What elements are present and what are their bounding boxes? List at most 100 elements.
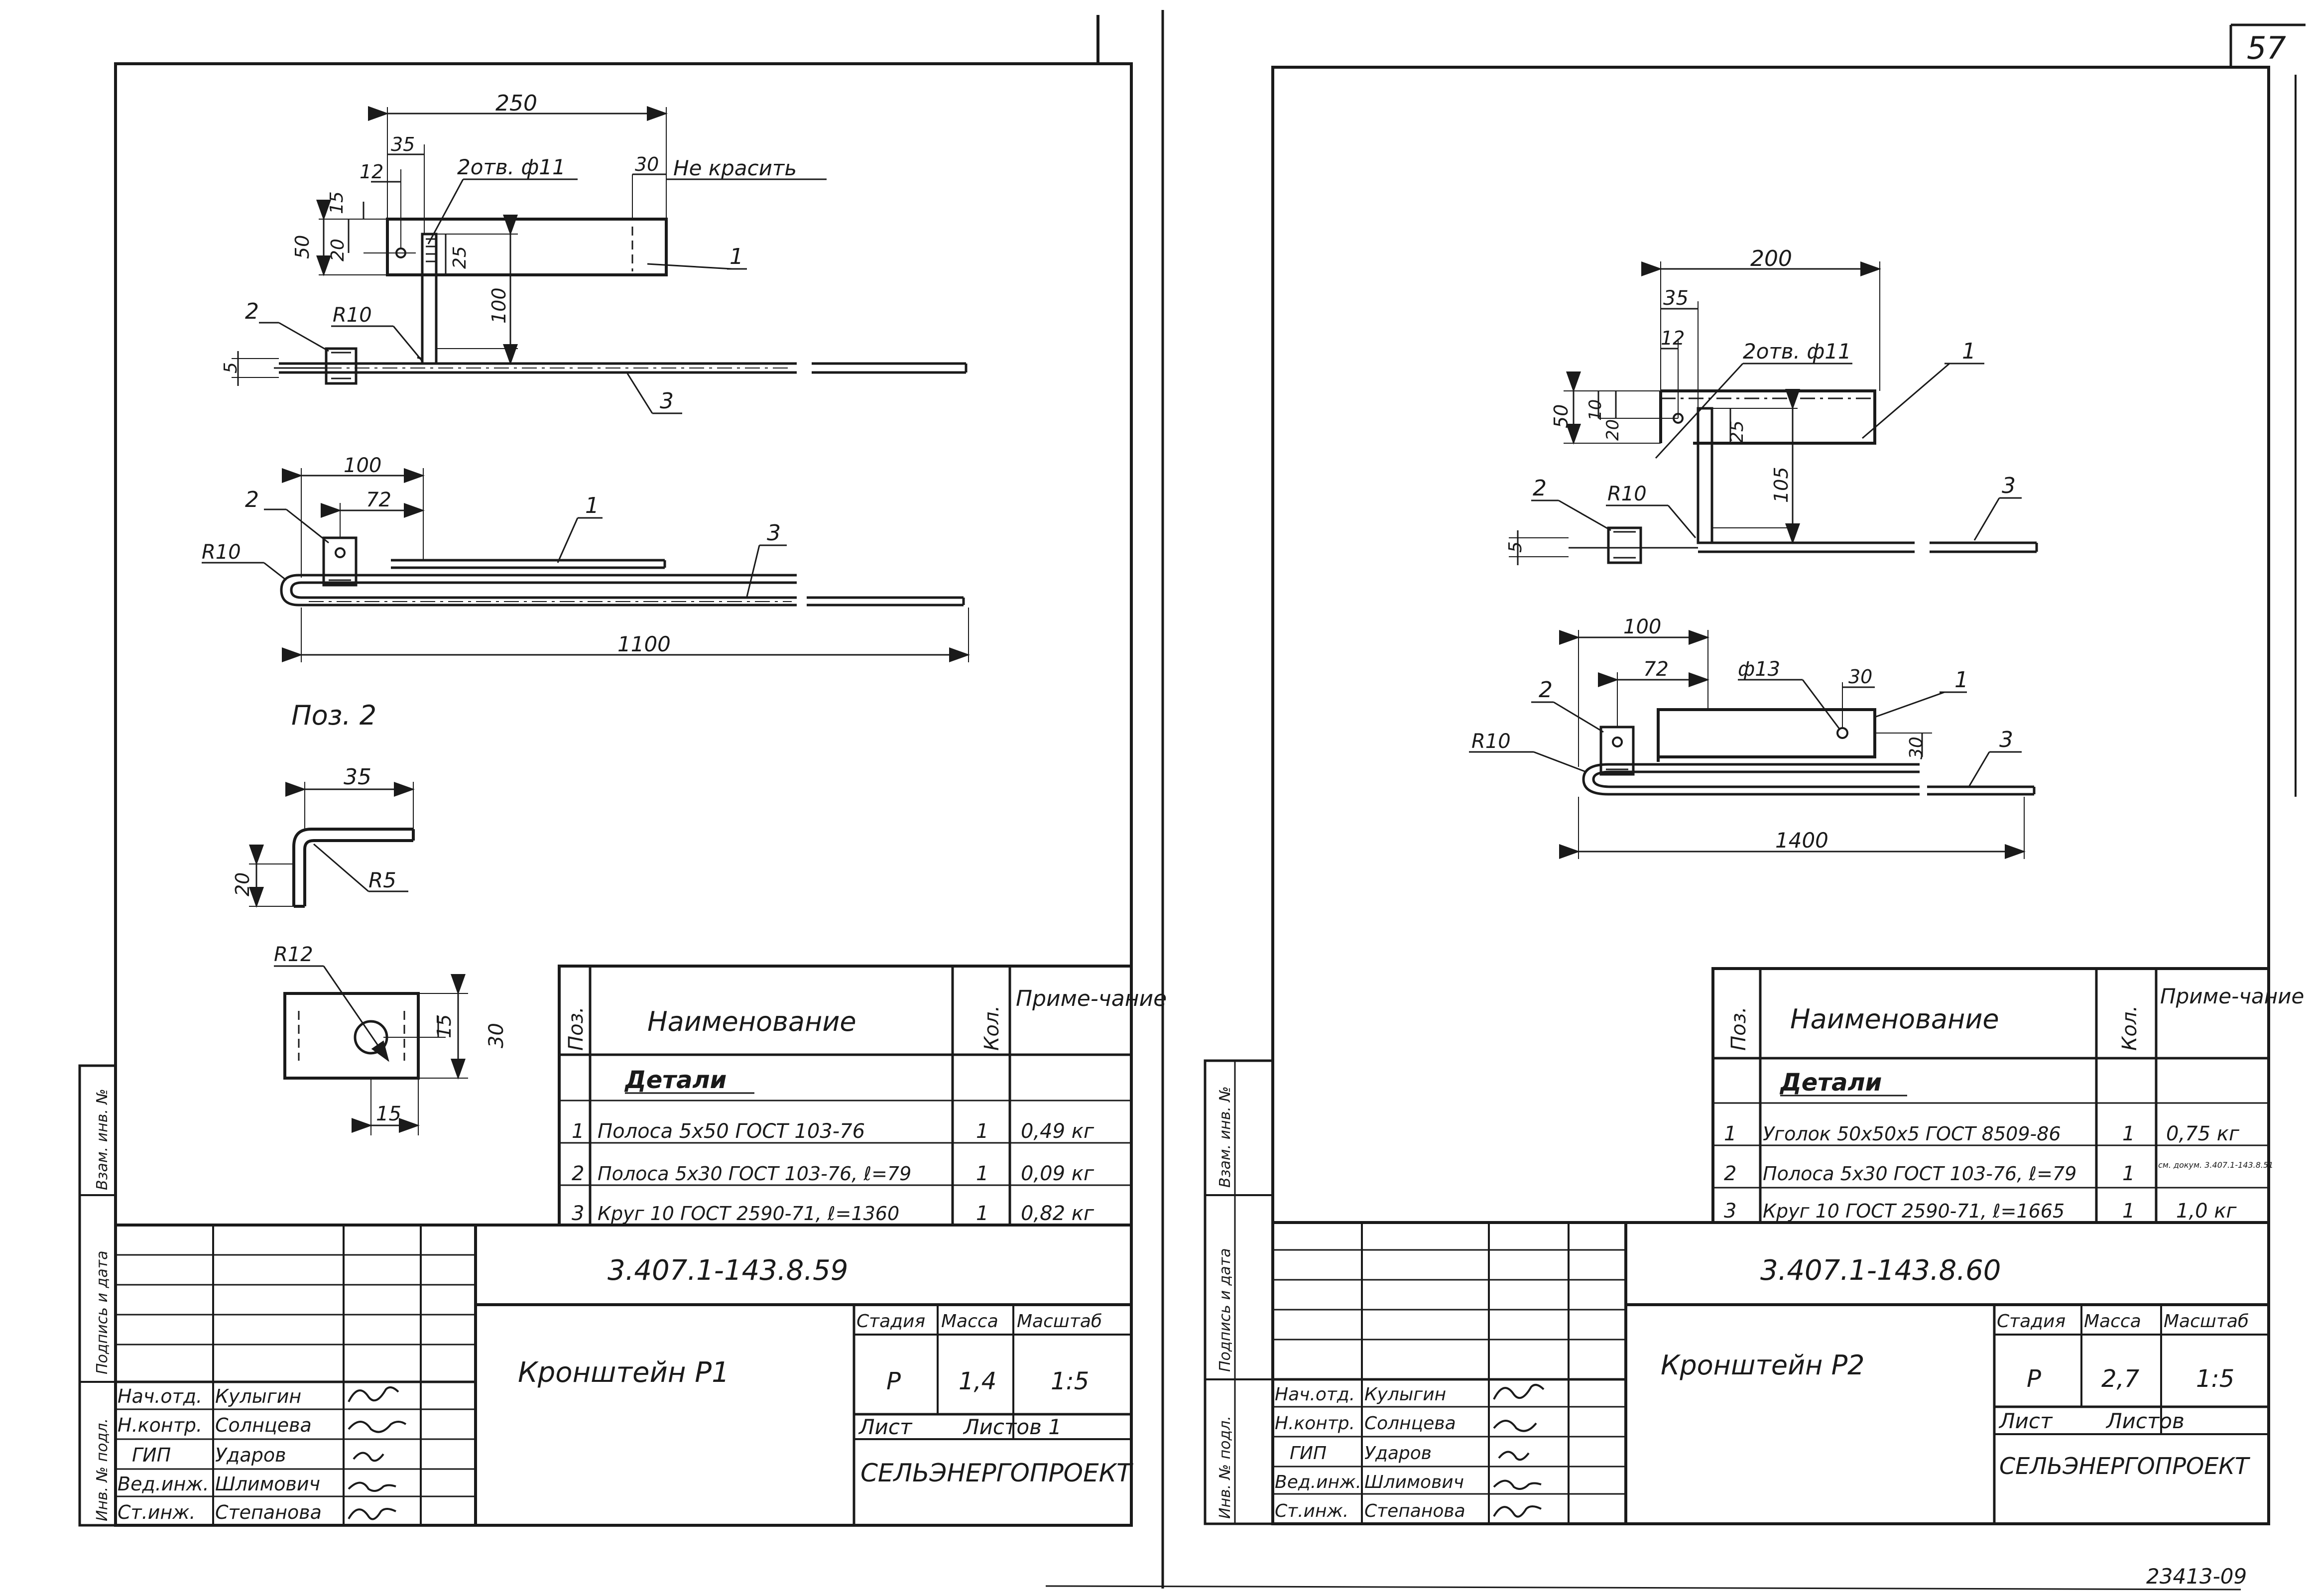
label-stage: Стадия: [856, 1311, 925, 1332]
spec-row-name: Полоса 5х50 ГОСТ 103-76: [598, 1120, 865, 1143]
left-v2-part-2: [322, 536, 358, 587]
side-replaced-inv: Взам. инв. №: [94, 1089, 111, 1190]
left-view-2: 100 72 1100 2 R10 1 3: [202, 454, 970, 662]
r-drawing-title: Кронштейн Р2: [1661, 1350, 1865, 1381]
r-spec-row-pos: 1: [1724, 1122, 1736, 1145]
detail-title: Поз. 2: [291, 700, 376, 731]
dim-20: 20: [328, 239, 348, 261]
person-role: Н.контр.: [118, 1414, 202, 1436]
detail-r12: R12: [274, 943, 313, 966]
r-organization: СЕЛЬЭНЕРГОПРОЕКТ: [1999, 1453, 2251, 1479]
person-role: Нач.отд.: [118, 1385, 202, 1407]
detail-plate: [283, 992, 420, 1080]
left-plate-1: [386, 218, 668, 276]
spec-col-pos: Поз.: [565, 1006, 588, 1051]
left-detail-poz2: Поз. 2 35 20 R5 R12 30 15 15: [232, 700, 508, 1135]
r-stage-value: Р: [2027, 1365, 2041, 1393]
r-spec-col-qty: Кол.: [2118, 1005, 2141, 1051]
left-title-block: Инв. № подл. Подпись и дата Взам. инв. №…: [78, 1064, 1133, 1527]
r-doc-code: 3.407.1-143.8.60: [1760, 1254, 2001, 1287]
person-name: Шлимович: [215, 1473, 320, 1495]
r-signatures: [1493, 1384, 1545, 1518]
r-spec-row-qty: 1: [2122, 1200, 2135, 1223]
detail-dim-15-h: 15: [376, 1103, 401, 1125]
r-spec-row-pos: 2: [1724, 1162, 1736, 1185]
dim-25: 25: [450, 246, 470, 269]
right-part-2: [1607, 526, 1642, 564]
r-spec-row-qty: 1: [2122, 1122, 2135, 1145]
r-person-role: Н.контр.: [1275, 1413, 1355, 1434]
r-callout-v2-2: 2: [1539, 677, 1553, 703]
r-callout-v2-3: 3: [1999, 727, 2013, 752]
r-person-name: Кулыгин: [1364, 1384, 1446, 1405]
spec-col-qty: Кол.: [980, 1005, 1003, 1051]
r-side-inv-no: Инв. № подл.: [1216, 1416, 1234, 1519]
dim-12: 12: [360, 161, 383, 183]
r-person-role: Ст.инж.: [1275, 1501, 1348, 1521]
doc-code: 3.407.1-143.8.59: [608, 1254, 848, 1287]
person-name: Степанова: [215, 1501, 322, 1523]
r-mass-value: 2,7: [2101, 1365, 2140, 1393]
callout-1: 1: [729, 244, 743, 269]
person-name: Кулыгин: [215, 1385, 301, 1407]
r-spec-col-pos: Поз.: [1727, 1006, 1750, 1051]
spec-row-note: 0,49 кг: [1021, 1120, 1094, 1143]
person-name: Солнцева: [215, 1414, 312, 1436]
r-dim-50: 50: [1550, 404, 1572, 428]
r-dim-5: 5: [1505, 541, 1526, 553]
side-signature-date: Подпись и дата: [94, 1251, 111, 1375]
right-view-2: 100 72 30 ф13 30 1400 2 R10 1 3: [1469, 615, 2036, 859]
callout-2: 2: [245, 299, 259, 324]
r-callout-3: 3: [2002, 473, 2016, 498]
r-person-name: Шлимович: [1364, 1472, 1464, 1492]
r-label-stage: Стадия: [1997, 1311, 2066, 1332]
r-label-mass: Масса: [2084, 1311, 2141, 1332]
spec-col-name: Наименование: [647, 1006, 856, 1037]
r-spec-row-note: 1,0 кг: [2176, 1200, 2237, 1223]
label-v2-r10: R10: [202, 541, 241, 564]
label-mass: Масса: [941, 1311, 998, 1332]
signatures: [348, 1386, 407, 1520]
r-callout-v2-1: 1: [1954, 667, 1968, 693]
r-person-name: Степанова: [1364, 1501, 1465, 1521]
mass-value: 1,4: [959, 1367, 996, 1395]
side-inv-no: Инв. № подл.: [94, 1418, 111, 1521]
dim-35: 35: [391, 133, 415, 155]
r-person-role: ГИП: [1290, 1443, 1327, 1464]
dim-5: 5: [221, 362, 241, 373]
person-role: Вед.инж.: [118, 1473, 209, 1495]
r-spec-row-name: Круг 10 ГОСТ 2590-71, ℓ=1665: [1763, 1200, 2065, 1222]
detail-dim-20: 20: [232, 872, 253, 896]
detail-dim-30: 30: [485, 1023, 508, 1048]
r-v2-part-2: [1599, 726, 1635, 776]
right-view-1: 200 35 12 50 10 20 25 105 5 2отв. ф11 1: [1505, 246, 2038, 565]
label-sheets: Листов 1: [963, 1415, 1062, 1439]
r-label-sheets: Листов: [2105, 1409, 2185, 1433]
r-spec-col-name: Наименование: [1790, 1003, 1999, 1035]
r-dim-200: 200: [1750, 246, 1792, 271]
right-title-block: Инв. № подл. Подпись и дата Взам. инв. №…: [1204, 1059, 2270, 1525]
spec-row-pos: 2: [572, 1162, 584, 1185]
dim-v2-1100: 1100: [617, 632, 671, 656]
r-dim-35: 35: [1663, 287, 1689, 310]
r-side-signature-date: Подпись и дата: [1216, 1248, 1234, 1372]
r-label-sheet: Лист: [1998, 1409, 2053, 1433]
dim-100: 100: [488, 287, 510, 324]
person-role: Ст.инж.: [118, 1501, 196, 1523]
r-dim-v2-1400: 1400: [1775, 828, 1828, 853]
detail-dim-15-v: 15: [433, 1014, 455, 1038]
r-dim-12: 12: [1661, 327, 1685, 349]
r-dim-25: 25: [1727, 420, 1747, 443]
person-name: Ударов: [215, 1444, 286, 1466]
spec-row-qty: 1: [976, 1120, 988, 1143]
r-callout-1: 1: [1962, 339, 1976, 364]
r-dim-v2-100: 100: [1623, 615, 1661, 638]
note-do-not-paint: Не красить: [673, 156, 797, 180]
dim-v2-72: 72: [366, 489, 391, 511]
r-dim-v2-30-v: 30: [1906, 737, 1927, 759]
spec-col-note: Приме-чание: [1016, 986, 1167, 1011]
detail-r5: R5: [368, 868, 396, 892]
r-dim-20: 20: [1603, 419, 1623, 441]
callout-v2-2: 2: [245, 487, 259, 512]
